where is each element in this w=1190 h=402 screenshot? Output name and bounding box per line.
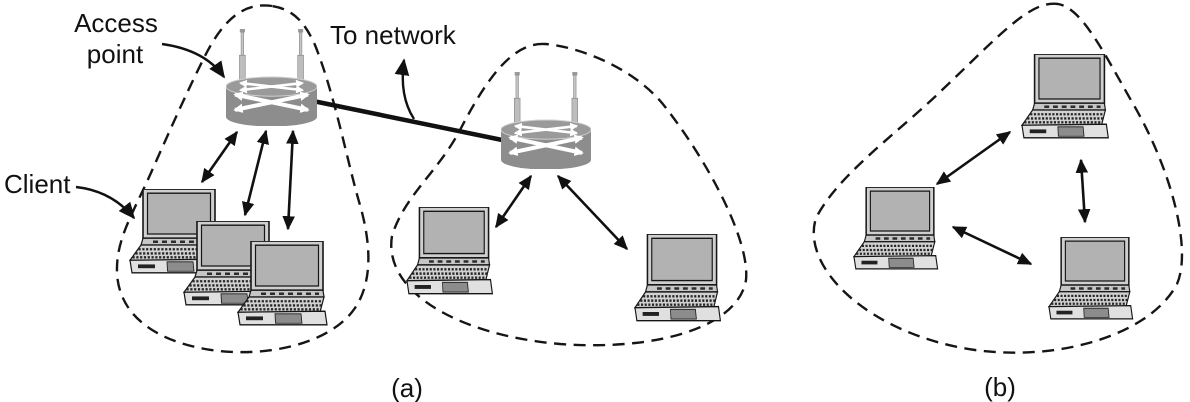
wireless-link-arrow [200,130,239,184]
wireless-link-arrow [951,225,1033,266]
wireless-link-arrow [557,174,628,251]
wireless-link-arrow [282,129,299,231]
wireless-link-arrow [242,129,269,217]
access-point-label-line1: Access [74,8,158,38]
laptop-icon [634,234,722,322]
laptop-icon [1021,54,1110,140]
wireless-link-arrow [935,130,1012,186]
access-point-pointer-arrow [161,42,225,79]
laptop-icon [237,241,329,327]
cell-boundary-a2 [390,42,748,347]
wireless-link-arrow [494,174,533,229]
access-point-label-line2: point [87,39,144,69]
cell-boundary-b [812,2,1184,354]
panel-b-caption: (b) [984,372,1016,402]
wired-link-line [312,98,508,144]
wireless-link-arrow [1075,158,1091,224]
laptop-icon [406,207,494,295]
to-network-label: To network [330,20,457,50]
laptop-icon [853,187,939,271]
client-pointer-arrow [75,185,136,220]
access-point-icon [501,72,591,170]
client-label: Client [4,169,71,199]
cell-boundary-a1 [115,4,370,354]
access-point-icon [226,29,317,127]
to-network-pointer-arrow [394,58,416,120]
laptop-icon [1048,237,1134,321]
panel-a-caption: (a) [391,373,423,402]
